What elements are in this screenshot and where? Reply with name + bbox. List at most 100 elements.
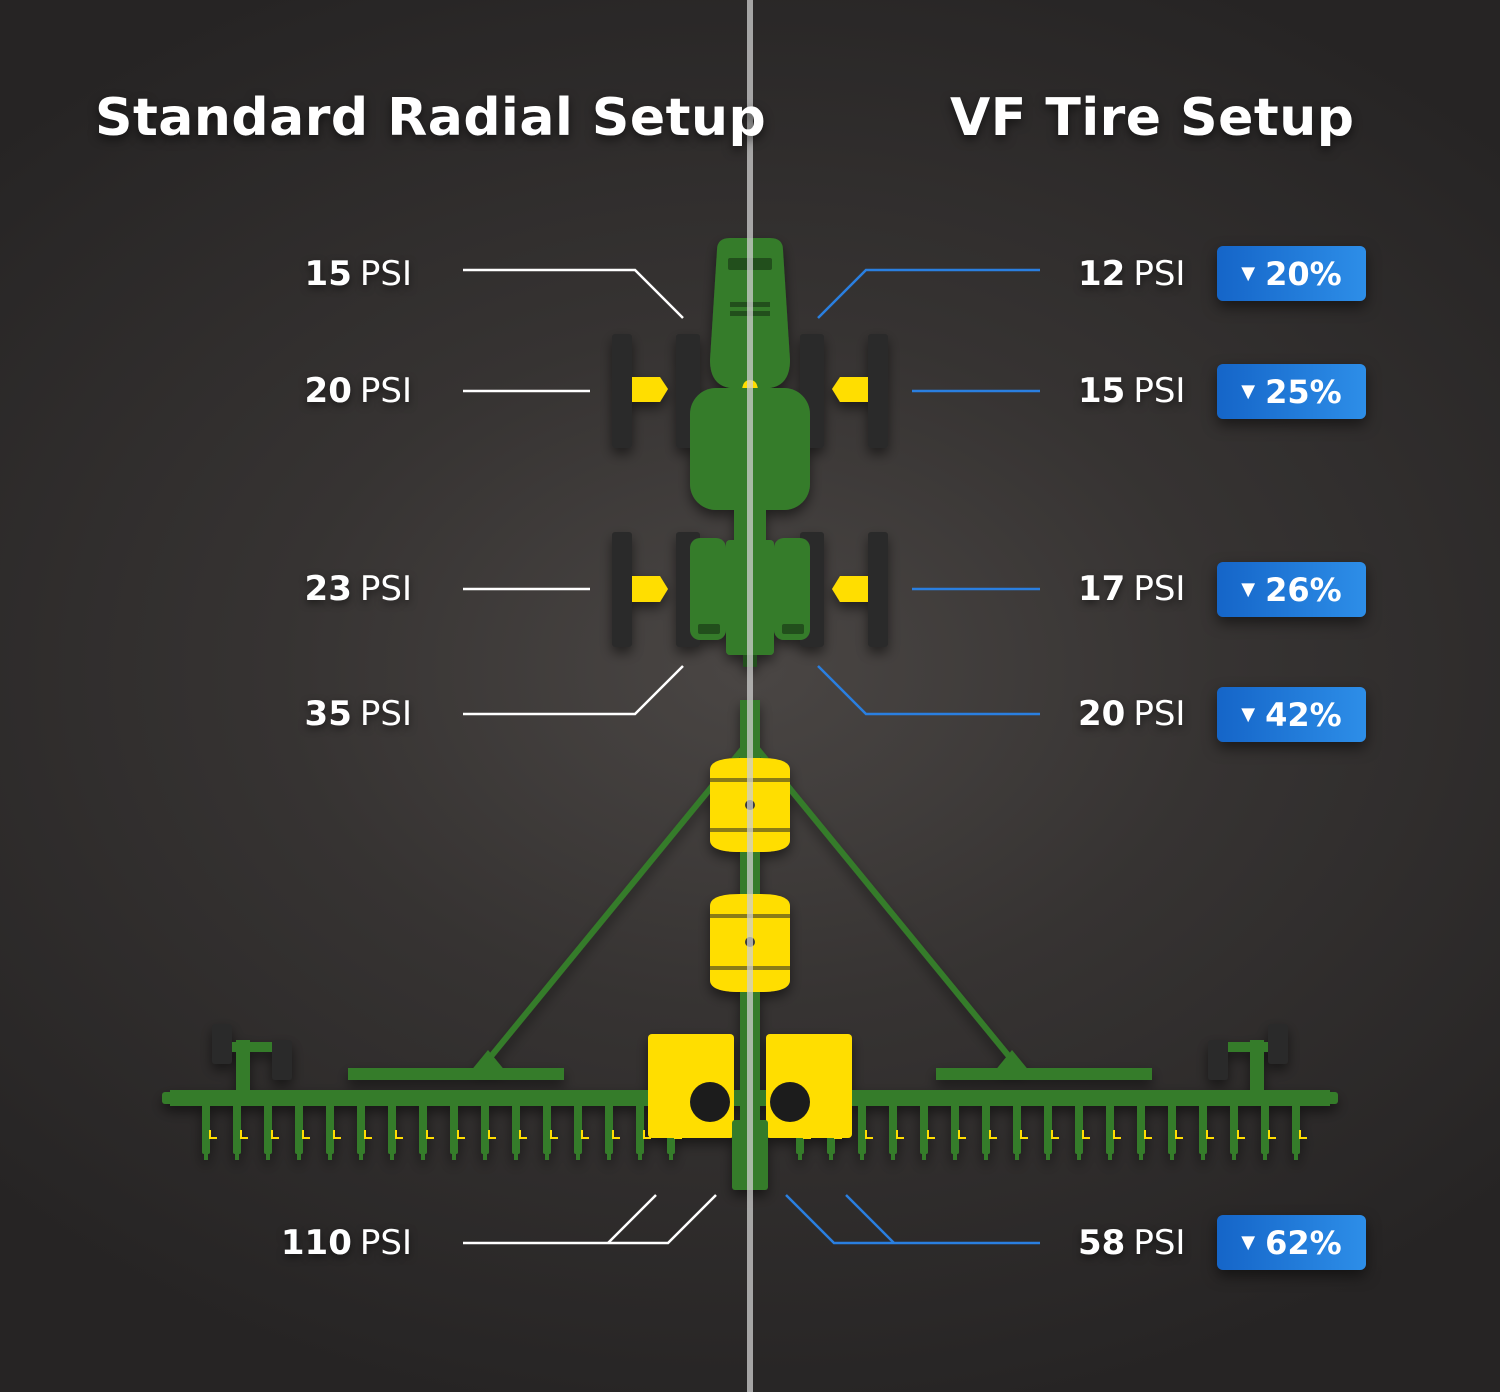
row-unit-marker — [958, 1130, 966, 1139]
row-unit — [1261, 1104, 1276, 1160]
row-unit-marker — [612, 1130, 620, 1139]
gauge-wheel-right-a — [1208, 1040, 1228, 1080]
row-unit-tip — [359, 1152, 363, 1160]
row-unit-marker — [1237, 1130, 1245, 1139]
row-unit — [574, 1104, 589, 1160]
row-unit-shank — [920, 1104, 928, 1154]
row-unit-tip — [638, 1152, 642, 1160]
row-unit — [1230, 1104, 1245, 1160]
row-unit-marker — [1144, 1130, 1152, 1139]
leader-std-1 — [463, 268, 684, 319]
row-unit-shank — [858, 1104, 866, 1154]
decrease-value: 26% — [1265, 570, 1342, 609]
psi-value: 15 — [304, 254, 352, 294]
row-unit-shank — [1106, 1104, 1114, 1154]
row-unit-marker — [271, 1130, 279, 1139]
decrease-value: 20% — [1265, 254, 1342, 293]
row-unit-shank — [295, 1104, 303, 1154]
row-unit-tip — [514, 1152, 518, 1160]
wing-bar-right — [936, 1068, 1152, 1080]
leader-vf-4 — [817, 665, 1040, 716]
decrease-badge-4: ▼42% — [1217, 687, 1366, 742]
row-unit-tip — [235, 1152, 239, 1160]
row-unit — [264, 1104, 279, 1160]
gauge-wheel-left-arm — [232, 1042, 272, 1052]
row-unit-tip — [266, 1152, 270, 1160]
psi-value: 20 — [304, 371, 352, 411]
row-unit-marker — [364, 1130, 372, 1139]
gauge-wheel-right-b — [1268, 1024, 1288, 1064]
row-unit-tip — [1263, 1152, 1267, 1160]
leader-vf-5b — [845, 1194, 895, 1244]
row-unit — [982, 1104, 997, 1160]
row-unit-tip — [922, 1152, 926, 1160]
psi-value: 110 — [280, 1223, 352, 1263]
row-unit-tip — [1294, 1152, 1298, 1160]
row-unit-shank — [951, 1104, 959, 1154]
row-unit-tip — [798, 1152, 802, 1160]
row-unit — [951, 1104, 966, 1160]
row-unit-shank — [1168, 1104, 1176, 1154]
row-unit — [1292, 1104, 1307, 1160]
planter — [162, 700, 1338, 1190]
front-tire-left-outer — [612, 334, 632, 448]
row-unit-shank — [889, 1104, 897, 1154]
psi-unit: PSI — [1133, 694, 1186, 734]
row-unit-tip — [1108, 1152, 1112, 1160]
decrease-badge-5: ▼62% — [1217, 1215, 1366, 1270]
row-unit-shank — [636, 1104, 644, 1154]
vf-leader-lines — [785, 268, 1040, 1245]
row-unit-tip — [860, 1152, 864, 1160]
toolbar-end-left — [162, 1092, 176, 1104]
row-unit-tip — [669, 1152, 673, 1160]
row-unit-marker — [457, 1130, 465, 1139]
psi-unit: PSI — [359, 694, 412, 734]
gauge-wheel-left-post — [236, 1040, 250, 1096]
toolbar-end-right — [1324, 1092, 1338, 1104]
row-unit-marker — [896, 1130, 904, 1139]
row-unit-tip — [953, 1152, 957, 1160]
row-unit-shank — [481, 1104, 489, 1154]
row-unit-marker — [989, 1130, 997, 1139]
row-unit-marker — [302, 1130, 310, 1139]
row-unit-tip — [1232, 1152, 1236, 1160]
row-unit-marker — [1020, 1130, 1028, 1139]
row-unit-marker — [1299, 1130, 1307, 1139]
row-unit-tip — [1077, 1152, 1081, 1160]
row-unit-marker — [395, 1130, 403, 1139]
triangle-down-icon: ▼ — [1241, 704, 1256, 725]
row-unit-marker — [1175, 1130, 1183, 1139]
psi-value: 20 — [1078, 694, 1126, 734]
row-unit-shank — [1137, 1104, 1145, 1154]
row-unit-tip — [1139, 1152, 1143, 1160]
psi-value: 12 — [1078, 254, 1126, 294]
row-unit-tip — [984, 1152, 988, 1160]
row-unit-shank — [1230, 1104, 1238, 1154]
gauge-wheel-right-arm — [1228, 1042, 1268, 1052]
fender-left — [690, 538, 726, 640]
psi-unit: PSI — [1133, 1223, 1186, 1263]
row-unit-marker — [1082, 1130, 1090, 1139]
row-unit-shank — [388, 1104, 396, 1154]
row-unit-tip — [390, 1152, 394, 1160]
row-unit — [1075, 1104, 1090, 1160]
row-unit — [543, 1104, 558, 1160]
row-unit-tip — [452, 1152, 456, 1160]
row-unit-tip — [545, 1152, 549, 1160]
decrease-badge-1: ▼20% — [1217, 246, 1366, 301]
wing-bar-left — [348, 1068, 564, 1080]
row-unit-tip — [204, 1152, 208, 1160]
row-unit-shank — [1199, 1104, 1207, 1154]
row-unit-marker — [865, 1130, 873, 1139]
row-unit-shank — [605, 1104, 613, 1154]
row-unit — [605, 1104, 620, 1160]
row-unit-shank — [264, 1104, 272, 1154]
row-unit-marker — [488, 1130, 496, 1139]
front-tire-right-outer — [868, 334, 888, 448]
row-unit-marker — [581, 1130, 589, 1139]
